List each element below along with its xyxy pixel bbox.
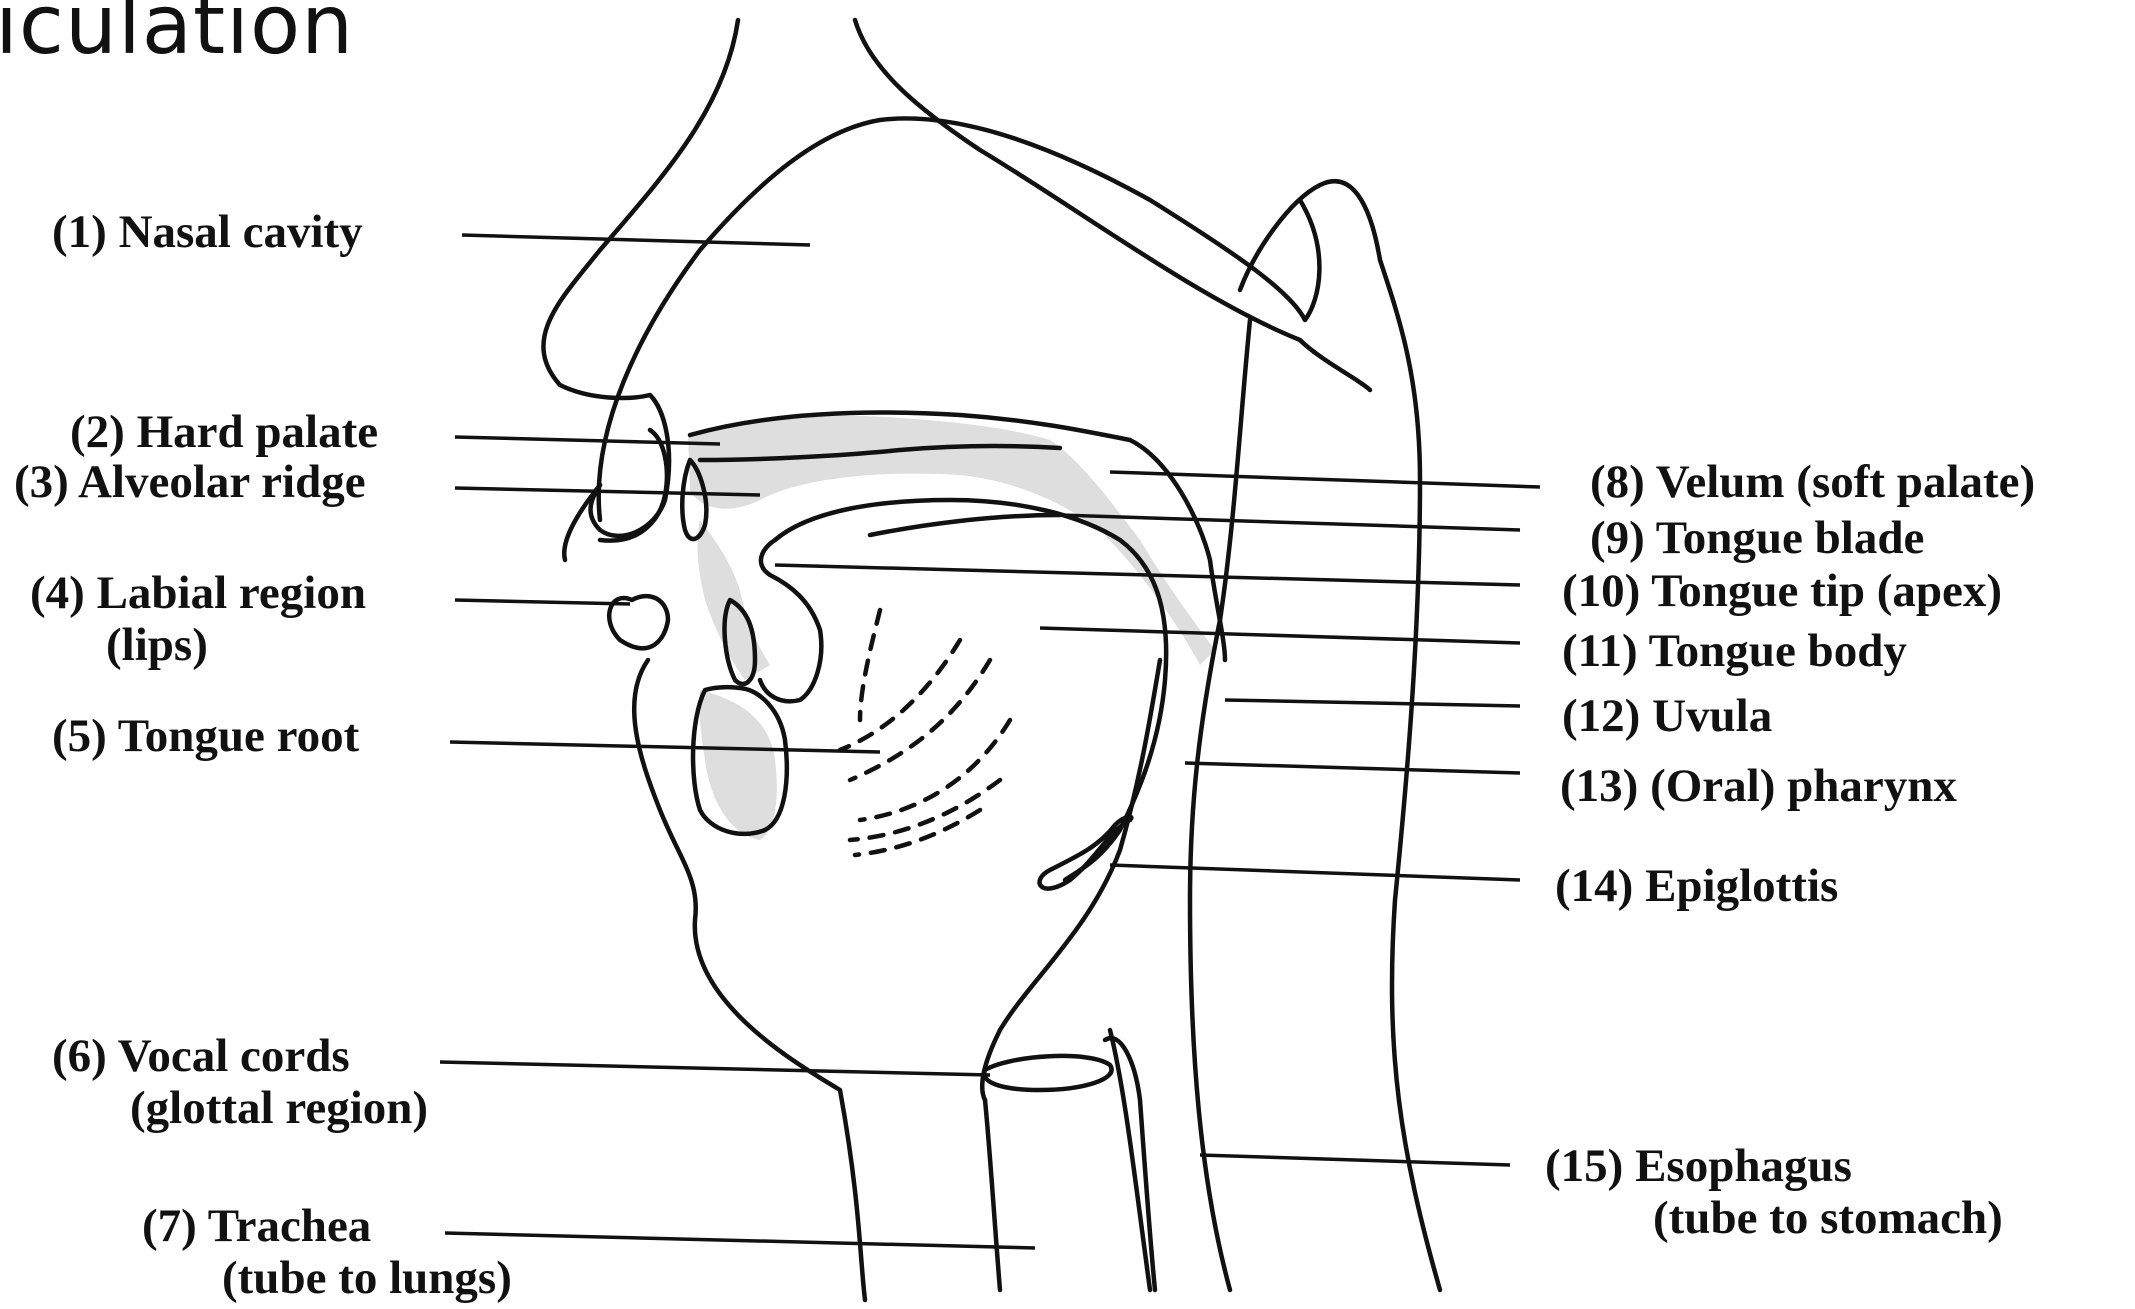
label-nasal-cavity: (1) Nasal cavity (52, 206, 363, 258)
pharynx-back-wall (1190, 320, 1250, 1290)
label-labial-region-num: (4) (30, 567, 85, 619)
leader-oral-pharynx (1185, 763, 1520, 773)
label-nasal-cavity-text: Nasal cavity (119, 206, 363, 258)
label-labial-region: (4) Labial region (lips) (30, 567, 366, 671)
label-trachea: (7) Trachea (tube to lungs) (142, 1200, 512, 1304)
label-esophagus-sub: (tube to stomach) (1545, 1192, 2003, 1244)
leader-vocal-cords (440, 1062, 990, 1075)
label-tongue-blade: (9) Tongue blade (1590, 512, 1924, 564)
label-uvula: (12) Uvula (1562, 690, 1772, 742)
leader-uvula (1225, 700, 1520, 706)
leader-epiglottis (1110, 865, 1520, 880)
label-tongue-body-num: (11) (1562, 625, 1638, 677)
label-velum: (8) Velum (soft palate) (1590, 456, 2035, 508)
label-tongue-blade-num: (9) (1590, 512, 1645, 564)
leader-labial-region (455, 600, 630, 604)
label-velum-text: Velum (soft palate) (1656, 456, 2035, 508)
tongue-blade-line (870, 515, 1060, 535)
tongue-muscle-dashes (840, 610, 1010, 855)
label-tongue-root-text: Tongue root (118, 710, 360, 762)
back-of-head (1240, 181, 1440, 1290)
label-vocal-cords-sub: (glottal region) (52, 1082, 428, 1134)
label-epiglottis-num: (14) (1555, 860, 1633, 912)
leader-nasal-cavity (462, 235, 810, 245)
label-uvula-text: Uvula (1652, 690, 1772, 742)
larynx-ring (984, 1056, 1111, 1090)
label-epiglottis-text: Epiglottis (1645, 860, 1838, 912)
label-epiglottis: (14) Epiglottis (1555, 860, 1838, 912)
leader-hard-palate (455, 437, 720, 444)
label-esophagus-text: Esophagus (1635, 1140, 1852, 1192)
label-tongue-blade-text: Tongue blade (1656, 512, 1925, 564)
label-uvula-num: (12) (1562, 690, 1640, 742)
label-oral-pharynx-num: (13) (1560, 760, 1638, 812)
label-oral-pharynx-text: (Oral) pharynx (1650, 760, 1957, 812)
jaw-shading (699, 690, 777, 840)
label-vocal-cords-text: Vocal cords (118, 1030, 350, 1082)
label-tongue-tip: (10) Tongue tip (apex) (1562, 565, 2002, 617)
label-esophagus: (15) Esophagus (tube to stomach) (1545, 1140, 2003, 1244)
label-tongue-tip-text: Tongue tip (apex) (1651, 565, 2002, 617)
leader-trachea (445, 1233, 1035, 1248)
label-tongue-tip-num: (10) (1562, 565, 1640, 617)
label-hard-palate-num: (2) (70, 406, 125, 458)
label-alveolar-ridge-num: (3) (14, 456, 69, 508)
label-oral-pharynx: (13) (Oral) pharynx (1560, 760, 1957, 812)
upper-lip (600, 430, 667, 541)
trachea-front (985, 1100, 1000, 1290)
label-trachea-text: Trachea (208, 1200, 372, 1252)
label-tongue-root: (5) Tongue root (52, 710, 359, 762)
label-vocal-cords-num: (6) (52, 1030, 107, 1082)
label-labial-region-text: Labial region (97, 567, 366, 619)
label-tongue-body: (11) Tongue body (1562, 625, 1907, 677)
label-vocal-cords: (6) Vocal cords (glottal region) (52, 1030, 428, 1134)
leader-esophagus (1200, 1155, 1510, 1165)
trachea-back (1105, 1038, 1155, 1290)
palate-shading (688, 416, 1215, 665)
label-tongue-body-text: Tongue body (1649, 625, 1907, 677)
label-hard-palate-text: Hard palate (137, 406, 379, 458)
label-esophagus-num: (15) (1545, 1140, 1623, 1192)
label-tongue-root-num: (5) (52, 710, 107, 762)
label-hard-palate: (2) Hard palate (70, 406, 378, 458)
label-labial-region-sub: (lips) (30, 619, 366, 671)
label-velum-num: (8) (1590, 456, 1645, 508)
label-alveolar-ridge: (3) Alveolar ridge (14, 456, 366, 508)
leader-tongue-root (450, 742, 880, 752)
label-trachea-sub: (tube to lungs) (142, 1252, 512, 1304)
label-alveolar-ridge-text: Alveolar ridge (78, 456, 366, 508)
label-trachea-num: (7) (142, 1200, 197, 1252)
leader-tongue-body (1040, 628, 1520, 643)
label-nasal-cavity-num: (1) (52, 206, 107, 258)
